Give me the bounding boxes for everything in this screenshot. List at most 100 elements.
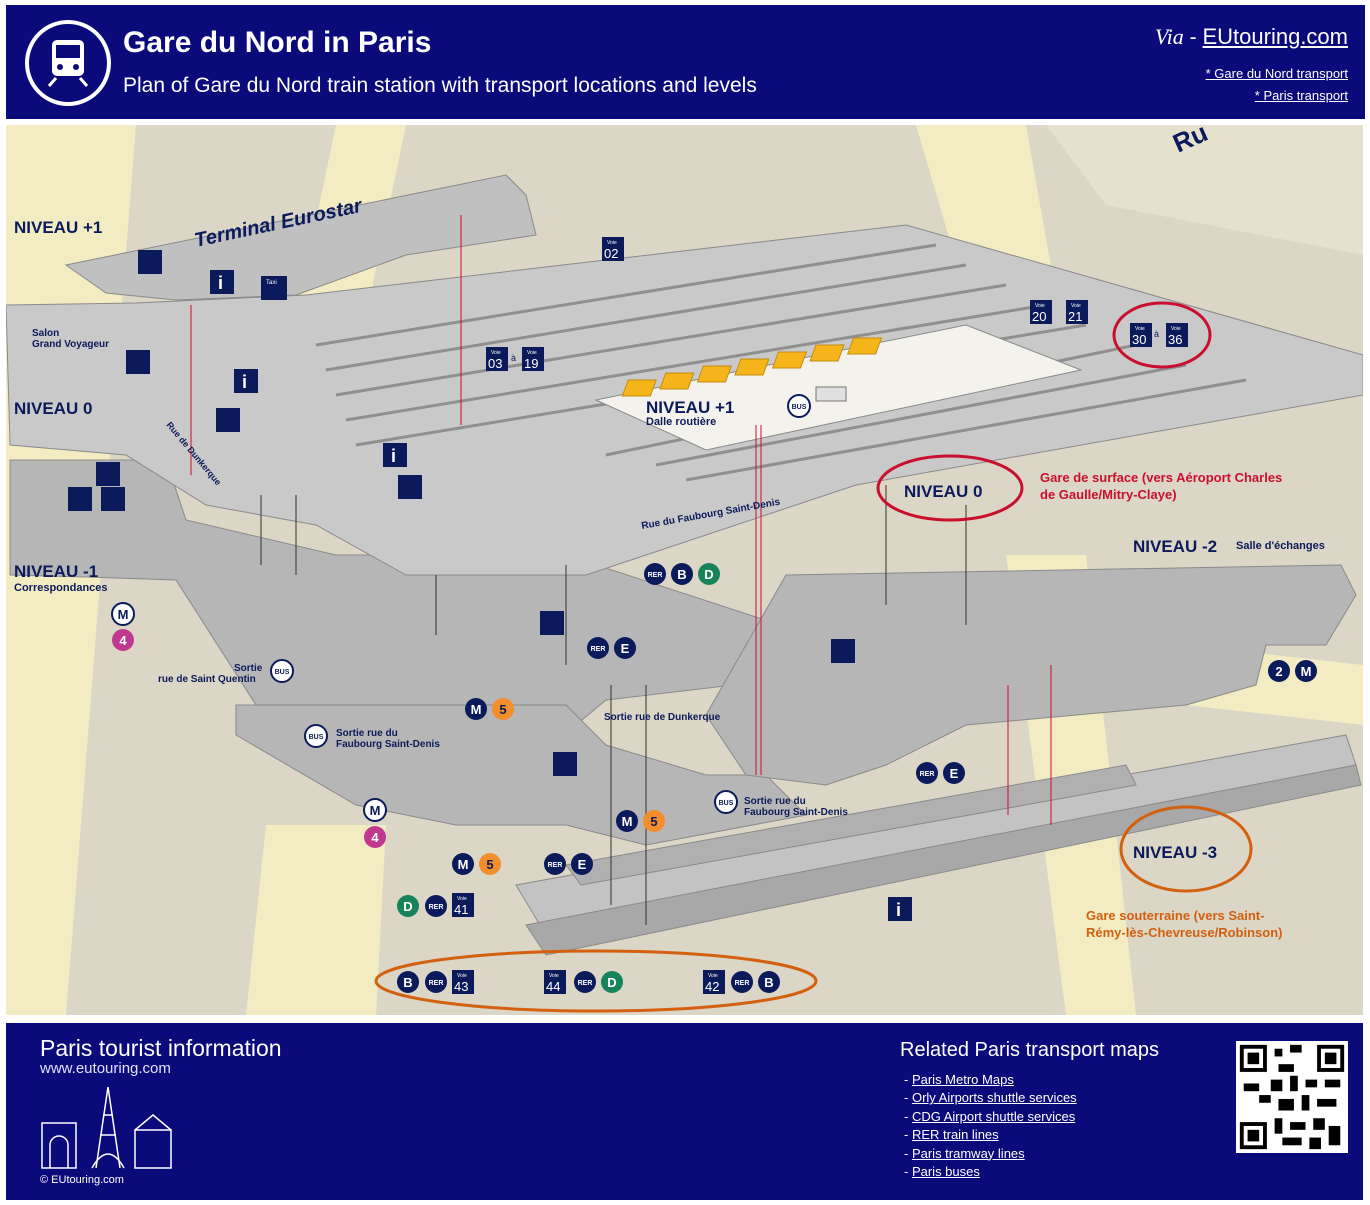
svg-text:D: D (607, 975, 616, 990)
surface-station-note-line2: de Gaulle/Mitry-Claye) (1040, 487, 1177, 502)
bus-icon: BUS (304, 724, 328, 748)
svg-text:i: i (896, 900, 901, 920)
rer-b-d-icon: RER B D (644, 563, 720, 585)
rer-e-icon: RER E (587, 637, 636, 659)
svg-text:M: M (1301, 664, 1312, 679)
page-subtitle: Plan of Gare du Nord train station with … (123, 74, 757, 97)
svg-text:RER: RER (429, 980, 444, 987)
related-link[interactable]: - Orly Airports shuttle services (904, 1090, 1077, 1106)
rer-e-icon: RER E (544, 853, 593, 875)
sortie-dunkerque-label: Sortie rue de Dunkerque (604, 712, 721, 723)
metro-5-icon: M 5 (616, 810, 665, 832)
header-banner: Gare du Nord in Paris Plan of Gare du No… (6, 5, 1365, 119)
svg-text:20: 20 (1032, 309, 1046, 324)
rer-b-voie42-icon: RER B (731, 971, 780, 993)
sortie-faubourg-b-label2: Faubourg Saint-Denis (744, 807, 848, 818)
info-icon: i (234, 369, 258, 393)
rer-d-voie44-icon: RER D (574, 971, 623, 993)
sortie-saint-quentin-label2: rue de Saint Quentin (158, 674, 256, 685)
svg-text:i: i (391, 446, 396, 466)
level-minus1-sublabel: Correspondances (14, 582, 108, 594)
svg-text:RER: RER (735, 980, 750, 987)
gare-du-nord-transport-link[interactable]: * Gare du Nord transport (1205, 66, 1348, 81)
svg-text:D: D (704, 567, 713, 582)
svg-text:Voie: Voie (1171, 326, 1181, 332)
svg-text:03: 03 (488, 356, 502, 371)
underground-station-note-line1: Gare souterraine (vers Saint- (1086, 908, 1264, 923)
level-minus2-label: NIVEAU -2 (1133, 537, 1217, 556)
svg-text:M: M (370, 803, 381, 818)
info-icon: i (383, 443, 407, 467)
svg-text:Voie: Voie (1035, 303, 1045, 309)
svg-text:2: 2 (1275, 664, 1282, 679)
svg-text:Voie: Voie (1135, 326, 1145, 332)
related-link[interactable]: - Paris tramway lines (904, 1145, 1025, 1161)
svg-text:Voie: Voie (527, 350, 537, 356)
svg-text:RER: RER (920, 771, 935, 778)
svg-text:5: 5 (650, 814, 657, 829)
related-link[interactable]: - Paris Metro Maps (904, 1072, 1014, 1087)
level-plus1-label: NIVEAU +1 (14, 218, 102, 237)
svg-text:44: 44 (546, 979, 560, 994)
rer-b-voie43-icon: B RER (397, 971, 447, 993)
svg-text:Voie: Voie (457, 896, 467, 902)
tourist-info-title: Paris tourist information (40, 1035, 282, 1061)
svg-text:Voie: Voie (457, 973, 467, 979)
bus-icon: BUS (270, 659, 294, 683)
paris-transport-link[interactable]: * Paris transport (1254, 88, 1348, 103)
svg-text:19: 19 (524, 356, 538, 371)
svg-text:E: E (621, 641, 630, 656)
underground-station-note-line2: Rémy-lès-Chevreuse/Robinson) (1086, 925, 1283, 940)
salon-label: Salon (32, 328, 59, 339)
copyright-text: © EUtouring.com (40, 1174, 124, 1186)
taxi-icon: Taxi (261, 276, 287, 300)
level-plus1-dalle-label: NIVEAU +1 (646, 398, 734, 417)
svg-text:Voie: Voie (1071, 303, 1081, 309)
metro-2-icon: 2 M (1268, 660, 1317, 682)
sortie-saint-quentin-label: Sortie (234, 663, 263, 674)
svg-text:BUS: BUS (275, 669, 290, 676)
svg-text:RER: RER (548, 862, 563, 869)
svg-text:BUS: BUS (309, 734, 324, 741)
dalle-routiere-label: Dalle routière (646, 416, 716, 428)
svg-text:i: i (242, 372, 247, 392)
svg-text:5: 5 (486, 857, 493, 872)
svg-text:B: B (677, 567, 686, 582)
svg-text:21: 21 (1068, 309, 1082, 324)
svg-text:4: 4 (371, 830, 379, 845)
svg-text:i: i (218, 273, 223, 293)
site-url[interactable]: www.eutouring.com (40, 1060, 171, 1077)
svg-text:Voie: Voie (549, 973, 559, 979)
svg-text:RER: RER (591, 646, 606, 653)
svg-text:43: 43 (454, 979, 468, 994)
svg-text:42: 42 (705, 979, 719, 994)
metro-5-icon: M 5 (465, 698, 514, 720)
svg-text:M: M (471, 702, 482, 717)
svg-text:Taxi: Taxi (266, 280, 277, 286)
bus-icon: BUS (714, 790, 738, 814)
via-link[interactable]: Via - EUtouring.com (1154, 24, 1348, 49)
surface-station-note-line1: Gare de surface (vers Aéroport Charles (1040, 470, 1282, 485)
level-minus3-label: NIVEAU -3 (1133, 843, 1217, 862)
station-plan-map: Ru Terminal Eurostar (6, 125, 1363, 1015)
paris-skyline-icon (41, 1086, 172, 1169)
info-icon: i (888, 897, 912, 921)
related-link[interactable]: - CDG Airport shuttle services (904, 1108, 1076, 1124)
level-minus2-sublabel: Salle d'échanges (1236, 540, 1325, 552)
svg-text:BUS: BUS (792, 404, 807, 411)
svg-text:B: B (764, 975, 773, 990)
sortie-faubourg-b-label: Sortie rue du (744, 796, 806, 807)
svg-text:02: 02 (604, 246, 618, 261)
svg-text:Voie: Voie (708, 973, 718, 979)
related-link[interactable]: - Paris buses (904, 1163, 980, 1179)
sortie-faubourg-label2: Faubourg Saint-Denis (336, 739, 440, 750)
related-link[interactable]: - RER train lines (904, 1127, 999, 1143)
svg-text:M: M (622, 814, 633, 829)
svg-text:à: à (511, 353, 516, 363)
